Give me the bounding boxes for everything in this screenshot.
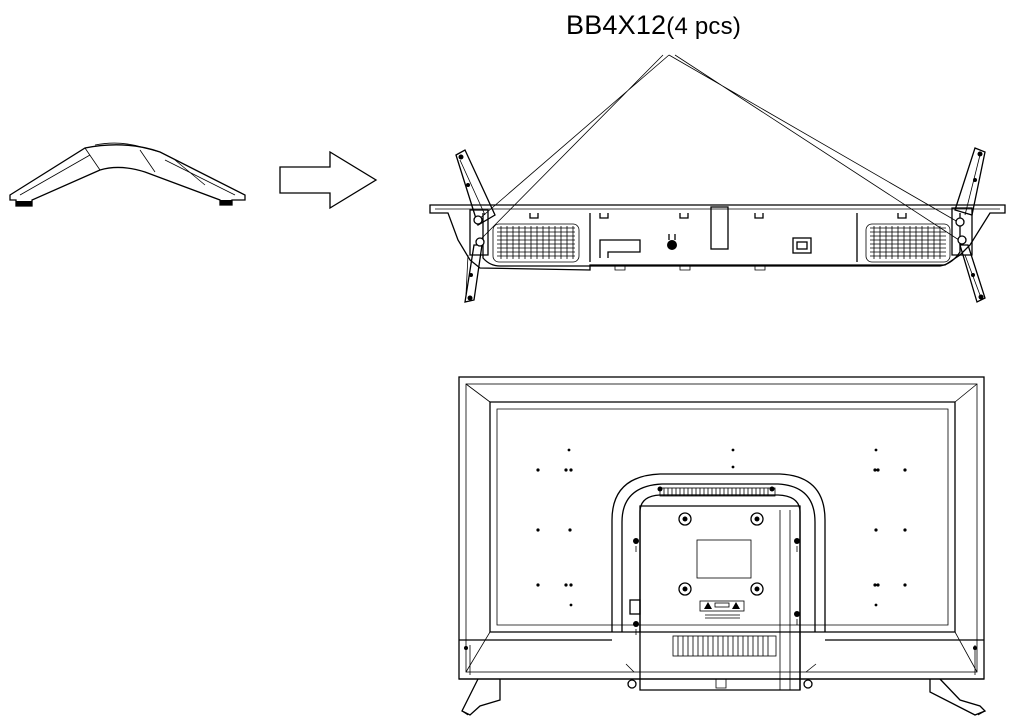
screw-part-code: BB4X12 — [566, 10, 667, 40]
screw-callout-lines — [477, 54, 963, 243]
tv-bottom-view-icon — [429, 147, 1006, 303]
tv-back-view-icon — [458, 376, 987, 716]
stand-base-icon — [9, 142, 246, 207]
screw-callout-label: BB4X12(4 pcs) — [566, 12, 741, 39]
screw-quantity: (4 pcs) — [666, 13, 742, 40]
arrow-right-icon — [279, 150, 378, 210]
